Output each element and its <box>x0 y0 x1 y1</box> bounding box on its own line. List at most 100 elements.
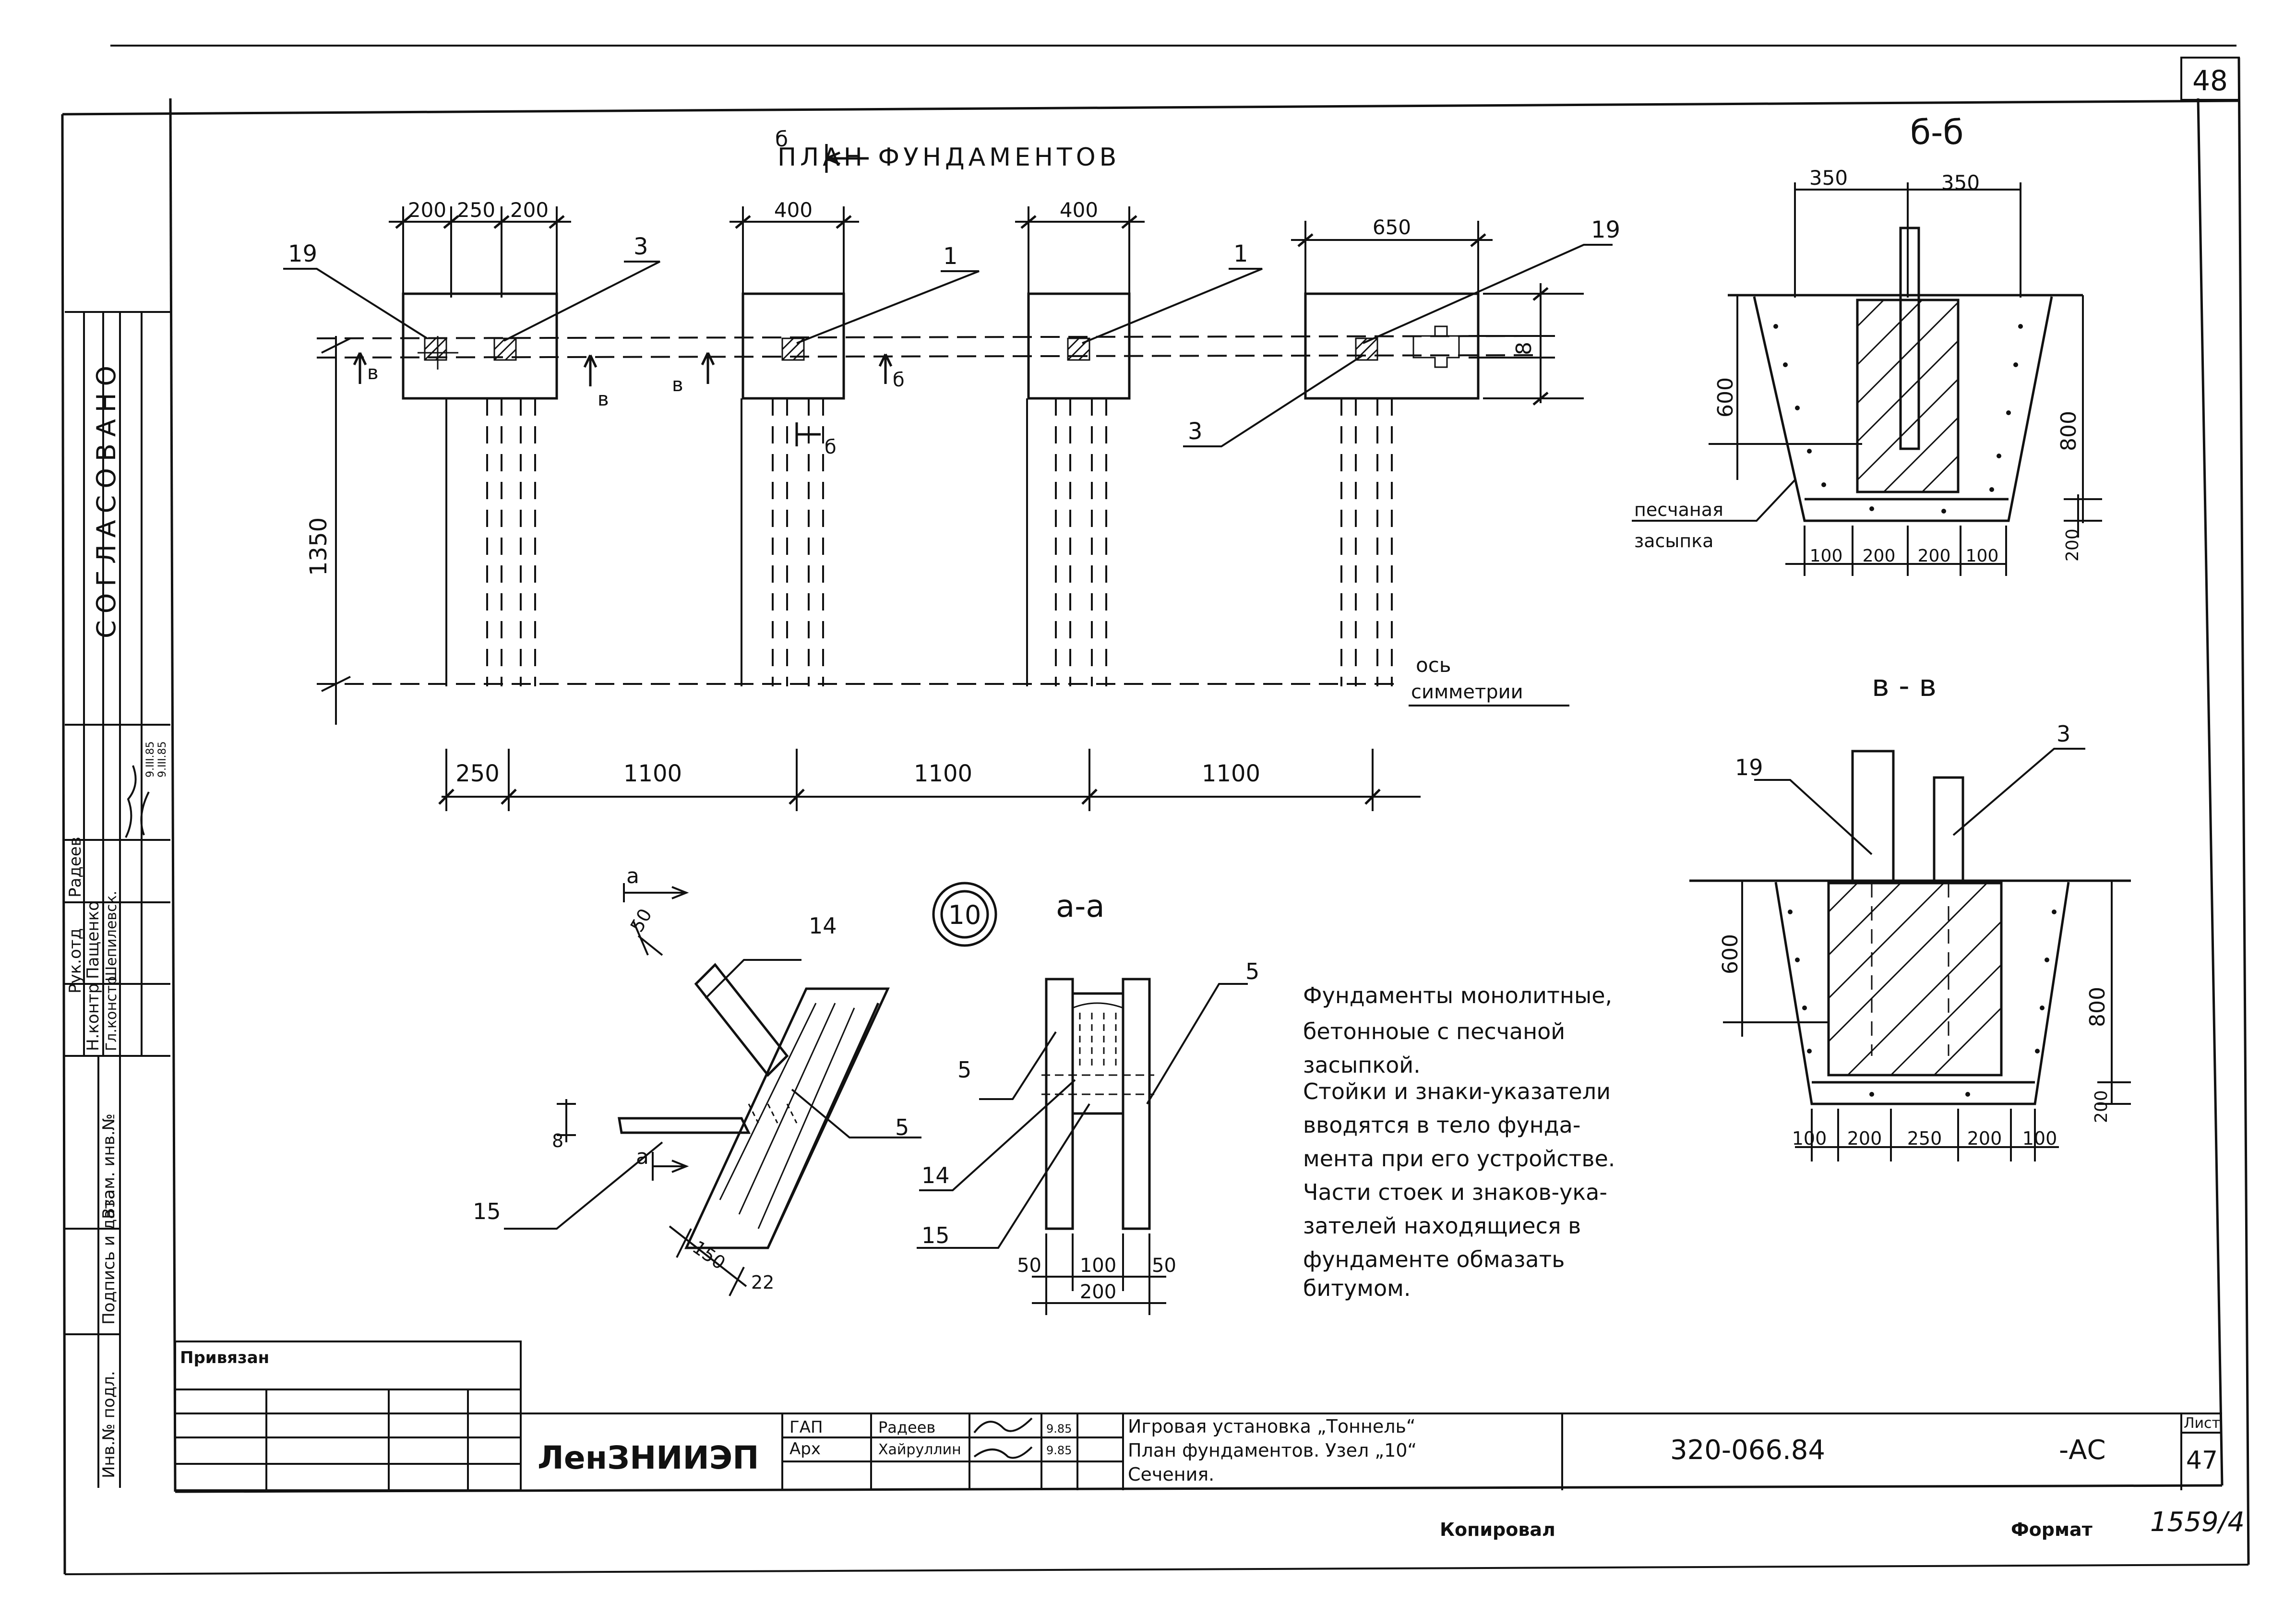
description-line-1: Игровая установка „Тоннель“ <box>1128 1416 1416 1437</box>
stamp-role-2: Н.контр <box>84 983 103 1051</box>
plan-dims-bottom: 250 1100 1100 1100 <box>455 760 1260 787</box>
plan-section-markers <box>353 352 893 446</box>
format-label: Формат <box>2011 1519 2093 1540</box>
node-10-dim-50: 50 <box>626 905 656 936</box>
node-10-label: 10 <box>948 900 981 930</box>
stamp-col-repl: Взам. инв.№ <box>99 1113 119 1219</box>
section-bb-dim-bottom-2: 200 <box>1863 546 1896 566</box>
node-10-callout-5: 5 <box>895 1114 909 1140</box>
note-line-7: Части стоек и знаков-ука- <box>1303 1179 1607 1205</box>
section-bb-dim-left: 600 <box>1713 377 1738 418</box>
plan-dim-bottom-2: 1100 <box>623 760 682 787</box>
stamp-name-1: Радеев <box>66 837 85 898</box>
axis-label-1: ось <box>1416 653 1451 677</box>
plan-dim-top-2: 250 <box>457 198 495 222</box>
section-vv-title: в - в <box>1872 668 1937 703</box>
notes: Фундаменты монолитные, бетонноые с песча… <box>1303 982 1615 1301</box>
plan-mark-b-2: б <box>825 436 837 458</box>
plan-dim-bottom-4: 1100 <box>1202 760 1260 787</box>
section-vv-dim-bottom-2: 200 <box>1847 1128 1882 1149</box>
plan-dim-right: 8 <box>1512 342 1536 355</box>
org-name: ЛенЗНИИЭП <box>538 1439 759 1476</box>
plan-callout-19-left: 19 <box>288 240 317 267</box>
date-arch: 9.85 <box>1046 1444 1072 1457</box>
post-extensions <box>486 398 1393 686</box>
node-10-marker <box>932 882 997 947</box>
backfill-label-1: песчаная <box>1634 499 1723 520</box>
section-bb-hatch <box>1856 299 1959 493</box>
description-line-2: План фундаментов. Узел „10“ <box>1128 1440 1417 1461</box>
section-vv-dim-base: 200 <box>2092 1090 2111 1123</box>
section-vv: в - в <box>1689 668 2131 1161</box>
section-bb-dim-right: 800 <box>2057 411 2081 451</box>
plan-mark-b-1: б <box>893 369 905 391</box>
plan-dim-top-5: 400 <box>1060 198 1098 222</box>
section-bb-sand <box>1773 324 2023 514</box>
plan-mark-v-1: в <box>367 362 379 384</box>
stamp-col-inv: Инв.№ подл. <box>99 1371 119 1478</box>
doc-code: 320-066.84 <box>1670 1435 1825 1466</box>
note-line-3: засыпкой. <box>1303 1052 1421 1078</box>
title-block-signatures <box>973 1417 1033 1459</box>
section-bb-dim-top-2: 350 <box>1941 171 1980 194</box>
plan-dims-top: 200 250 200 400 400 650 <box>408 198 1411 239</box>
plan-dim-top-6: 650 <box>1373 215 1411 239</box>
node-10: 10 а а 14 5 15 50 8 150 22 <box>473 864 997 1296</box>
note-line-4: Стойки и знаки-указатели <box>1303 1078 1611 1104</box>
section-vv-callout-19: 19 <box>1735 754 1763 780</box>
section-aa-callout-14: 14 <box>921 1162 950 1188</box>
section-aa-dim-4: 200 <box>1080 1281 1116 1303</box>
plan-ticks <box>395 215 1549 805</box>
stamp-date-1: 9.III.85 <box>144 742 156 778</box>
section-bb-dim-bottom-4: 100 <box>1966 546 1999 566</box>
section-vv-dim-bottom-1: 100 <box>1792 1128 1827 1149</box>
plan-dim-bottom-1: 250 <box>455 760 500 787</box>
section-vv-dim-right: 800 <box>2085 987 2110 1027</box>
section-bb-dim-bottom-1: 100 <box>1810 546 1843 566</box>
title-block: Привязан ЛенЗНИИЭП ГАП Арх Радеев Хайрул… <box>174 1341 2222 1491</box>
node-10-hatch <box>719 1003 855 1229</box>
plan-mark-v-3: в <box>672 374 683 396</box>
corner-number-box: 48 <box>2180 57 2240 101</box>
plan-section-arrow <box>825 144 869 173</box>
plan-section-mark: б <box>775 127 788 152</box>
section-aa-dim-1: 50 <box>1017 1255 1041 1277</box>
node-10-callout-15: 15 <box>473 1198 501 1224</box>
sheet-value: 47 <box>2186 1446 2218 1475</box>
role-gap: ГАП <box>789 1418 823 1437</box>
plan-of-foundations: ПЛАН ФУНДАМЕНТОВ б <box>283 127 1620 811</box>
node-10-dim-22: 22 <box>751 1272 774 1293</box>
node-10-section-mark-bottom: а <box>636 1145 649 1169</box>
section-aa-title: а-а <box>1056 889 1105 924</box>
plan-dim-top-4: 400 <box>774 198 813 222</box>
plan-callout-3-right: 3 <box>1188 418 1203 445</box>
section-vv-dim-left: 600 <box>1718 934 1743 974</box>
plan-callout-19-right: 19 <box>1591 216 1620 243</box>
section-vv-callout-3: 3 <box>2057 721 2070 747</box>
note-line-1: Фундаменты монолитные, <box>1303 982 1612 1008</box>
section-bb: б-б <box>1632 113 2102 576</box>
note-line-5: вводятся в тело фунда- <box>1303 1112 1580 1138</box>
corner-number: 48 <box>2192 64 2228 97</box>
plan-callout-1-first: 1 <box>943 243 958 270</box>
section-bb-dim-base: 200 <box>2063 528 2082 562</box>
node-10-section-mark-top: а <box>626 864 639 888</box>
axis-label-2: симметрии <box>1411 681 1523 703</box>
role-arch: Арх <box>789 1439 821 1459</box>
backfill-label-2: засыпка <box>1634 530 1713 551</box>
stamp-name-3: Шепилевск. <box>103 891 120 982</box>
note-line-9: фундаменте обмазать <box>1303 1246 1565 1272</box>
stamp-date-2: 9.III.85 <box>156 742 168 778</box>
stamp-signatures <box>125 765 150 838</box>
copied-label: Копировал <box>1440 1519 1555 1540</box>
section-vv-dim-bottom-5: 100 <box>2022 1128 2057 1149</box>
section-aa-dim-2: 100 <box>1080 1255 1116 1277</box>
section-bb-dims-bottom: 100 200 200 100 <box>1810 546 1999 566</box>
sheet-frame <box>61 45 2250 1575</box>
section-aa-callout-5-left: 5 <box>957 1057 971 1083</box>
sheet-label: Лист <box>2184 1415 2220 1432</box>
section-bb-title: б-б <box>1910 113 1964 152</box>
stamp-role-3: Гл.констр <box>103 976 120 1051</box>
archive-number: 1559/4 <box>2150 1507 2245 1538</box>
stamp-title: СОГЛАСОВАНО <box>91 359 121 638</box>
